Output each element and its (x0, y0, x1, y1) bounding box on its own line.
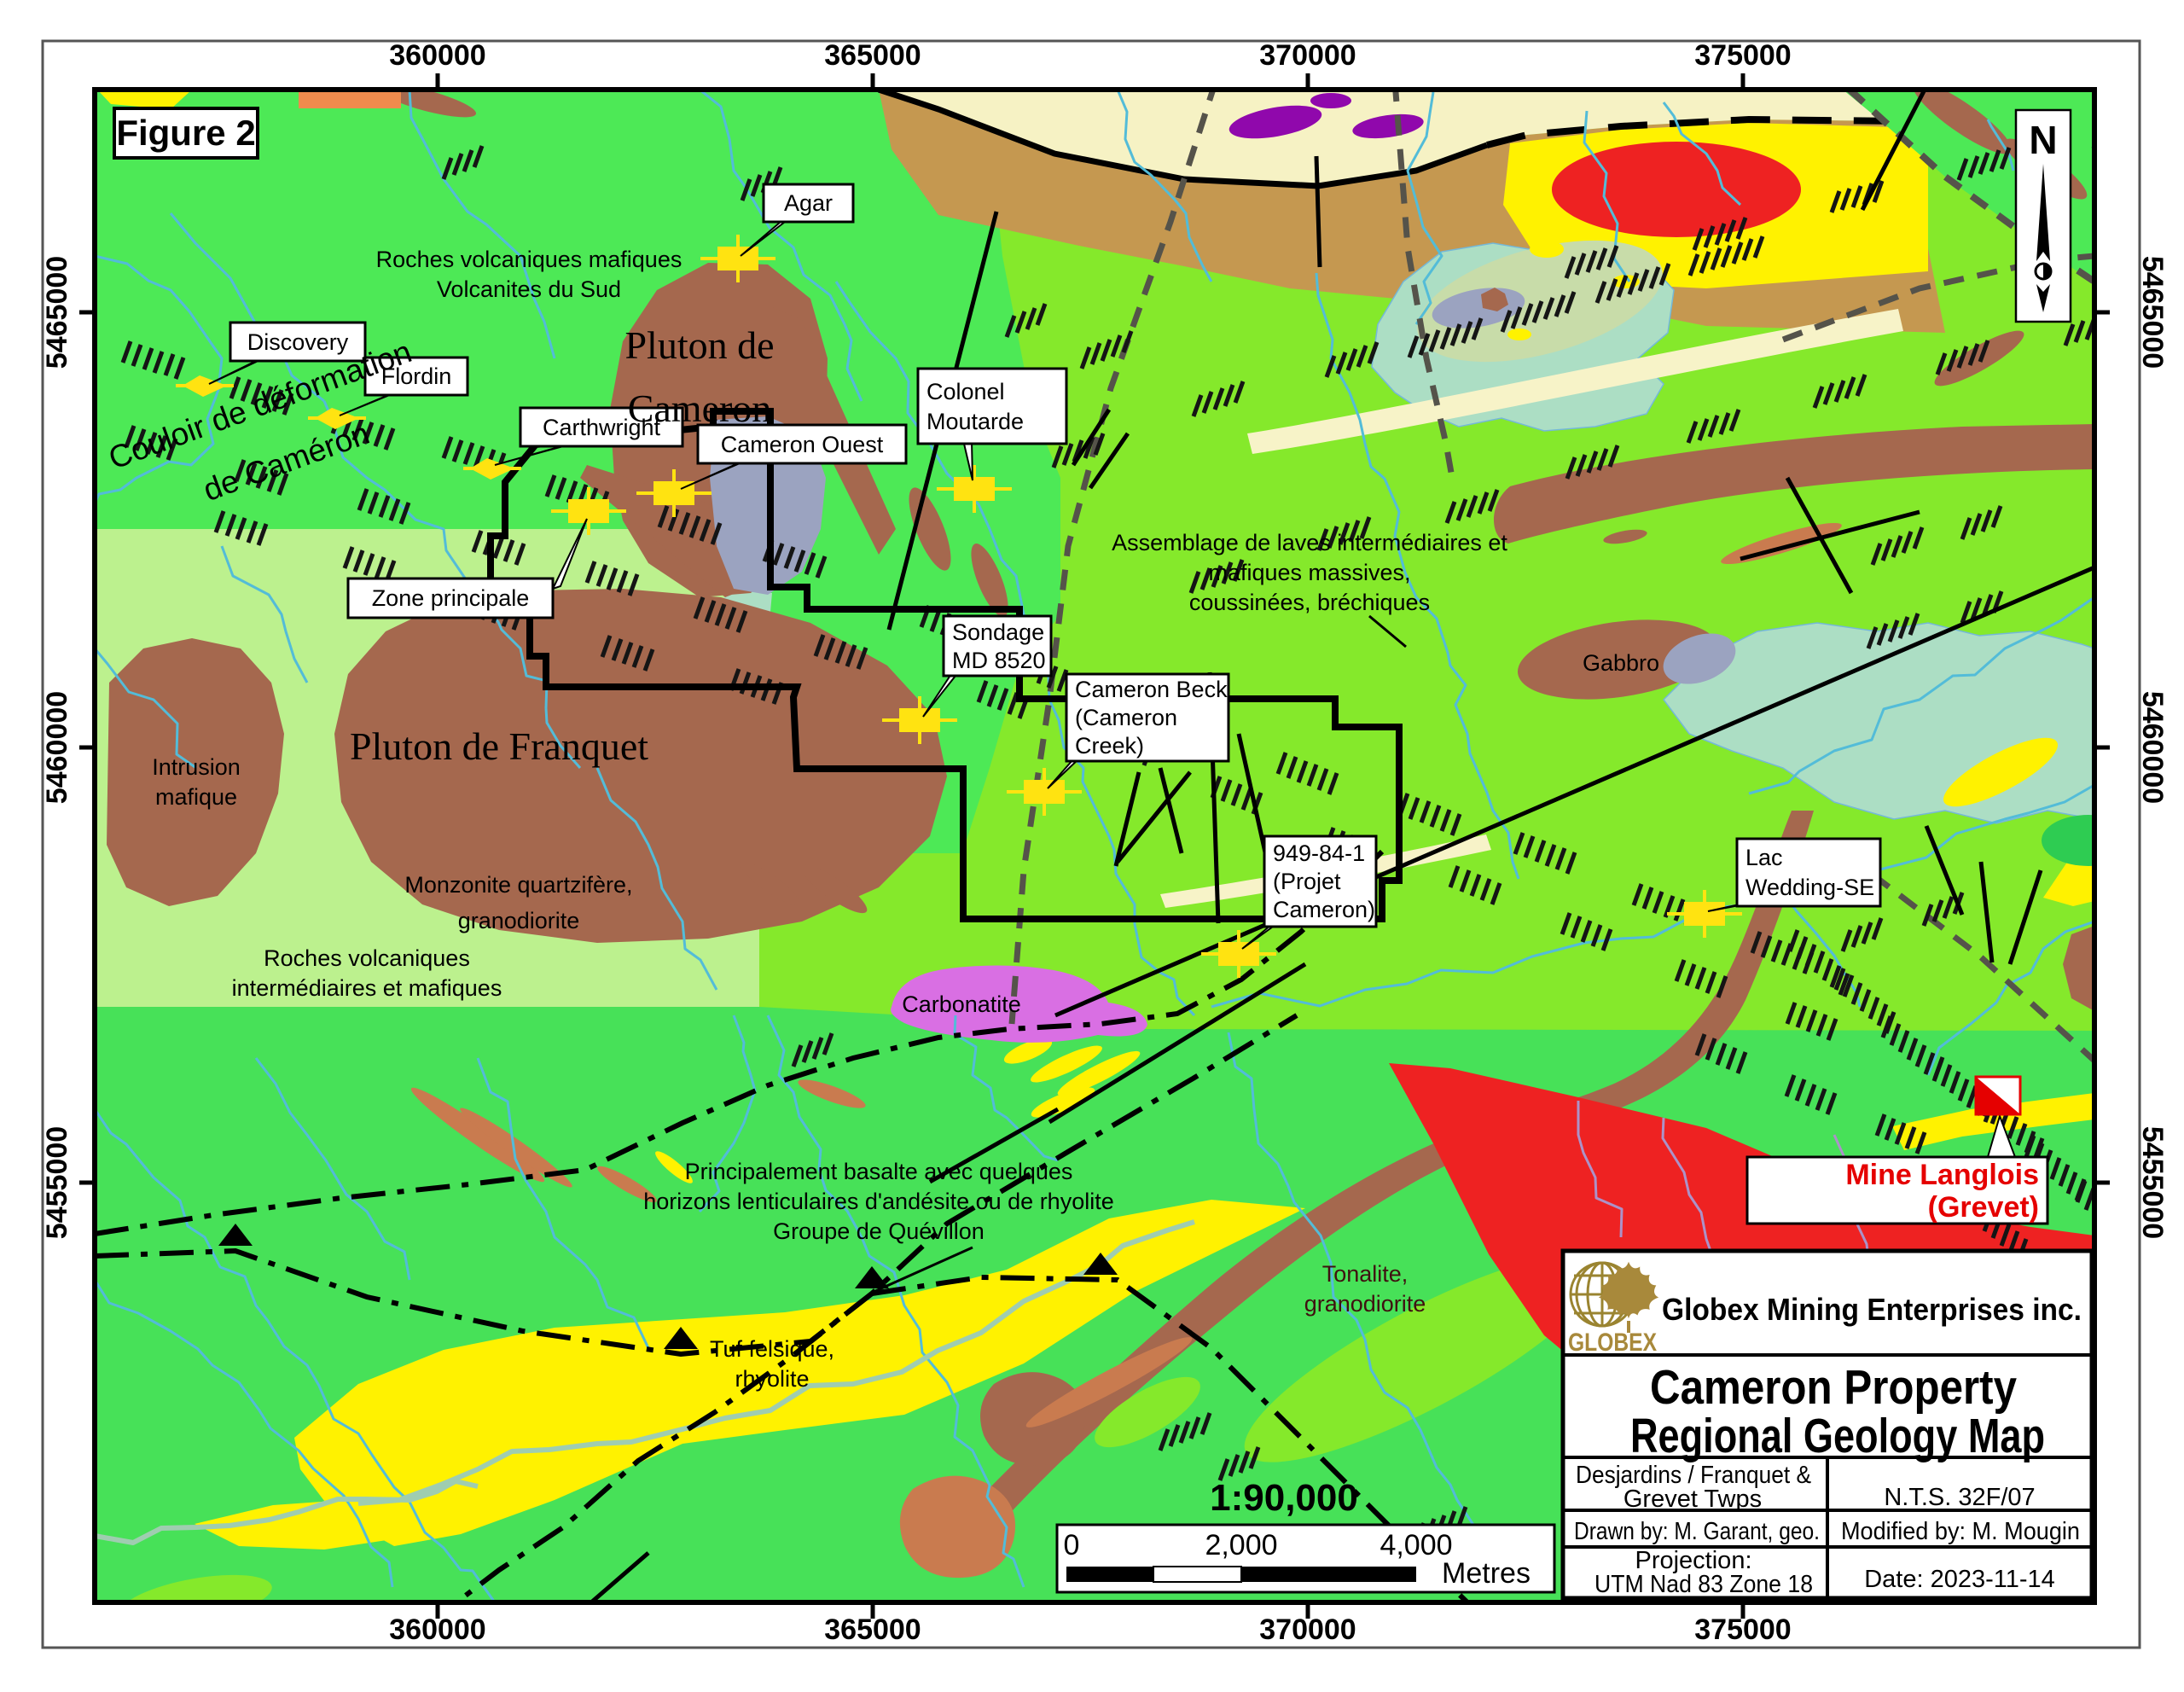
svg-text:Cameron: Cameron (628, 387, 772, 430)
svg-text:370000: 370000 (1259, 39, 1356, 72)
svg-text:granodiorite: granodiorite (1304, 1291, 1426, 1317)
svg-text:5465000: 5465000 (41, 256, 73, 369)
svg-text:4,000: 4,000 (1380, 1529, 1452, 1561)
svg-text:Globex Mining Enterprises inc.: Globex Mining Enterprises inc. (1662, 1292, 2082, 1327)
svg-text:5460000: 5460000 (41, 691, 73, 804)
svg-text:Cameron Ouest: Cameron Ouest (721, 432, 884, 457)
svg-text:Zone principale: Zone principale (372, 585, 530, 611)
svg-text:Colonel: Colonel (926, 379, 1005, 404)
svg-text:Discovery: Discovery (247, 329, 349, 355)
svg-text:Lac: Lac (1745, 845, 1783, 870)
svg-text:Modified by: M. Mougin: Modified by: M. Mougin (1841, 1518, 2080, 1545)
svg-text:Metres: Metres (1442, 1557, 1531, 1590)
svg-text:N.T.S. 32F/07: N.T.S. 32F/07 (1884, 1484, 2035, 1511)
svg-text:horizons lenticulaires d'andés: horizons lenticulaires d'andésite ou de … (643, 1189, 1113, 1214)
svg-text:Wedding-SE: Wedding-SE (1745, 875, 1874, 900)
svg-text:360000: 360000 (389, 1614, 485, 1646)
svg-text:Cameron Property: Cameron Property (1650, 1360, 2017, 1415)
svg-text:Agar: Agar (784, 190, 833, 216)
svg-text:Principalement basalte avec qu: Principalement basalte avec quelques (685, 1159, 1073, 1184)
svg-text:Roches volcaniques: Roches volcaniques (264, 945, 470, 971)
svg-text:Regional Geology Map: Regional Geology Map (1630, 1409, 2045, 1463)
svg-text:Desjardins / Franquet &: Desjardins / Franquet & (1576, 1462, 1811, 1489)
svg-text:2,000: 2,000 (1205, 1529, 1277, 1561)
svg-text:GLOBEX: GLOBEX (1568, 1329, 1657, 1357)
svg-text:Date: 2023-11-14: Date: 2023-11-14 (1864, 1566, 2055, 1593)
svg-text:375000: 375000 (1694, 1614, 1791, 1646)
svg-text:Intrusion: Intrusion (152, 754, 241, 780)
svg-text:Gabbro: Gabbro (1583, 650, 1659, 676)
svg-text:rhyolite: rhyolite (735, 1366, 809, 1392)
svg-text:UTM Nad 83 Zone 18: UTM Nad 83 Zone 18 (1594, 1571, 1813, 1598)
svg-text:5455000: 5455000 (41, 1126, 73, 1239)
svg-text:949-84-1: 949-84-1 (1273, 840, 1365, 866)
svg-text:365000: 365000 (824, 1614, 921, 1646)
svg-text:Projection:: Projection: (1635, 1547, 1751, 1574)
svg-text:0: 0 (1064, 1529, 1080, 1561)
svg-text:Volcanites du Sud: Volcanites du Sud (437, 276, 621, 302)
svg-text:Cameron): Cameron) (1273, 897, 1375, 922)
svg-text:1:90,000: 1:90,000 (1210, 1477, 1358, 1519)
svg-text:Monzonite quartzifère,: Monzonite quartzifère, (404, 872, 632, 898)
svg-text:granodiorite: granodiorite (458, 908, 580, 933)
svg-text:365000: 365000 (824, 39, 921, 72)
svg-text:(Cameron: (Cameron (1075, 705, 1177, 730)
svg-text:Creek): Creek) (1075, 733, 1144, 759)
svg-text:Flordin: Flordin (381, 363, 452, 389)
svg-text:Mine Langlois: Mine Langlois (1845, 1159, 2039, 1191)
svg-text:(Projet: (Projet (1273, 869, 1341, 894)
svg-text:Cameron Beck: Cameron Beck (1075, 677, 1228, 702)
svg-text:Figure 2: Figure 2 (116, 113, 255, 153)
svg-text:Carthwright: Carthwright (543, 415, 661, 440)
svg-text:mafique: mafique (155, 784, 237, 810)
svg-text:Drawn by: M. Garant, geo.: Drawn by: M. Garant, geo. (1574, 1518, 1820, 1545)
svg-text:5460000: 5460000 (2136, 691, 2169, 804)
svg-text:Tonalite,: Tonalite, (1322, 1261, 1409, 1287)
svg-text:coussinées, bréchiques: coussinées, bréchiques (1189, 590, 1430, 615)
svg-text:mafiques massives,: mafiques massives, (1208, 560, 1410, 585)
svg-text:360000: 360000 (389, 39, 485, 72)
svg-text:Sondage: Sondage (952, 619, 1044, 645)
svg-text:Carbonatite: Carbonatite (902, 991, 1021, 1017)
svg-text:Pluton de: Pluton de (624, 323, 774, 367)
svg-text:5465000: 5465000 (2136, 256, 2169, 369)
svg-text:(Grevet): (Grevet) (1928, 1191, 2039, 1224)
svg-text:370000: 370000 (1259, 1614, 1356, 1646)
svg-text:Tuf felsique,: Tuf felsique, (710, 1336, 834, 1362)
svg-text:Moutarde: Moutarde (926, 409, 1024, 434)
svg-text:Grevet Twps: Grevet Twps (1623, 1486, 1762, 1513)
svg-text:Pluton de Franquet: Pluton de Franquet (350, 724, 648, 768)
svg-text:MD 8520: MD 8520 (952, 648, 1046, 673)
svg-text:375000: 375000 (1694, 39, 1791, 72)
svg-text:N: N (2029, 118, 2057, 162)
svg-text:5455000: 5455000 (2136, 1126, 2169, 1239)
svg-text:Roches volcaniques mafiques: Roches volcaniques mafiques (376, 247, 682, 272)
svg-text:Assemblage de laves intermédia: Assemblage de laves intermédiaires et (1112, 530, 1507, 555)
svg-text:Groupe de Quévillon: Groupe de Quévillon (773, 1218, 985, 1244)
svg-text:intermédiaires et mafiques: intermédiaires et mafiques (232, 975, 502, 1001)
